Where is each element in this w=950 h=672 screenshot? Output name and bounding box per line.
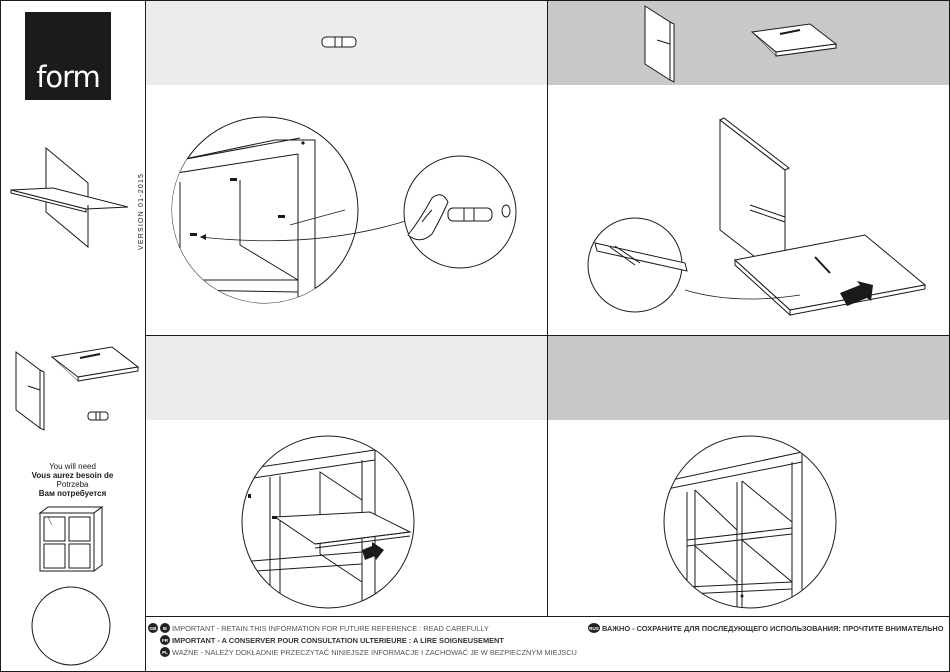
dowel-icon — [87, 411, 109, 421]
notice-fr: FR IMPORTANT - A CONSERVER POUR CONSULTA… — [160, 635, 504, 645]
step4-illustration — [663, 435, 837, 609]
version-label: VERSION 01-2015 — [138, 172, 145, 250]
notice-ru: RUS ВАЖНО - СОХРАНИТЕ ДЛЯ ПОСЛЕДУЮЩЕГО И… — [588, 623, 943, 633]
notice-en: GB IE IMPORTANT - RETAIN THIS INFORMATIO… — [148, 623, 489, 633]
step3-band — [146, 336, 547, 420]
notice-fr-text: IMPORTANT - A CONSERVER POUR CONSULTATIO… — [172, 635, 504, 645]
you-need-fr: Vous aurez besoin de — [0, 471, 145, 481]
column-divider — [547, 0, 548, 616]
flag-gb-icon: GB — [148, 623, 158, 633]
sidebar-divider — [145, 0, 146, 672]
flag-ie-icon: IE — [160, 623, 170, 633]
step1-dowel-icon — [321, 36, 357, 48]
step2-shelf-icon — [750, 23, 838, 57]
you-need-ru-text: Вам потребуется — [38, 489, 107, 498]
notice-en-text: IMPORTANT - RETAIN THIS INFORMATION FOR … — [172, 623, 489, 633]
flag-rus-icon: RUS — [588, 623, 600, 633]
you-need-fr-text: Vous aurez besoin de — [31, 471, 114, 480]
logo-text: form — [36, 60, 101, 94]
step3-illustration — [241, 435, 415, 609]
step4-band — [548, 336, 949, 420]
step2-band — [548, 1, 949, 85]
row-divider — [145, 335, 950, 336]
brand-logo: form — [25, 12, 111, 100]
step1-illustration — [171, 116, 517, 304]
parts-shelf-icon — [50, 346, 140, 382]
step2-panel-icon — [644, 5, 675, 83]
empty-circle-icon — [31, 586, 111, 666]
notice-pl: PL WAŻNE - NALEŻY DOKŁADNIE PRZECZYTAĆ N… — [160, 647, 577, 657]
notice-divider — [145, 616, 950, 617]
notice-pl-text: WAŻNE - NALEŻY DOKŁADNIE PRZECZYTAĆ NINI… — [172, 647, 577, 657]
you-need-pl: Potrzeba — [56, 480, 89, 489]
you-need-ru: Вам потребуется — [0, 489, 145, 499]
product-illustration — [10, 146, 129, 249]
notice-ru-text: ВАЖНО - СОХРАНИТЕ ДЛЯ ПОСЛЕДУЮЩЕГО ИСПОЛ… — [602, 623, 944, 633]
you-need-en: You will need — [49, 462, 96, 471]
step2-illustration — [587, 117, 927, 317]
flag-fr-icon: FR — [160, 635, 170, 645]
parts-panel-icon — [15, 351, 45, 431]
frame-left — [0, 0, 1, 672]
cube-unit-icon — [38, 506, 104, 572]
flag-pl-icon: PL — [160, 647, 170, 657]
frame-top — [0, 0, 950, 1]
